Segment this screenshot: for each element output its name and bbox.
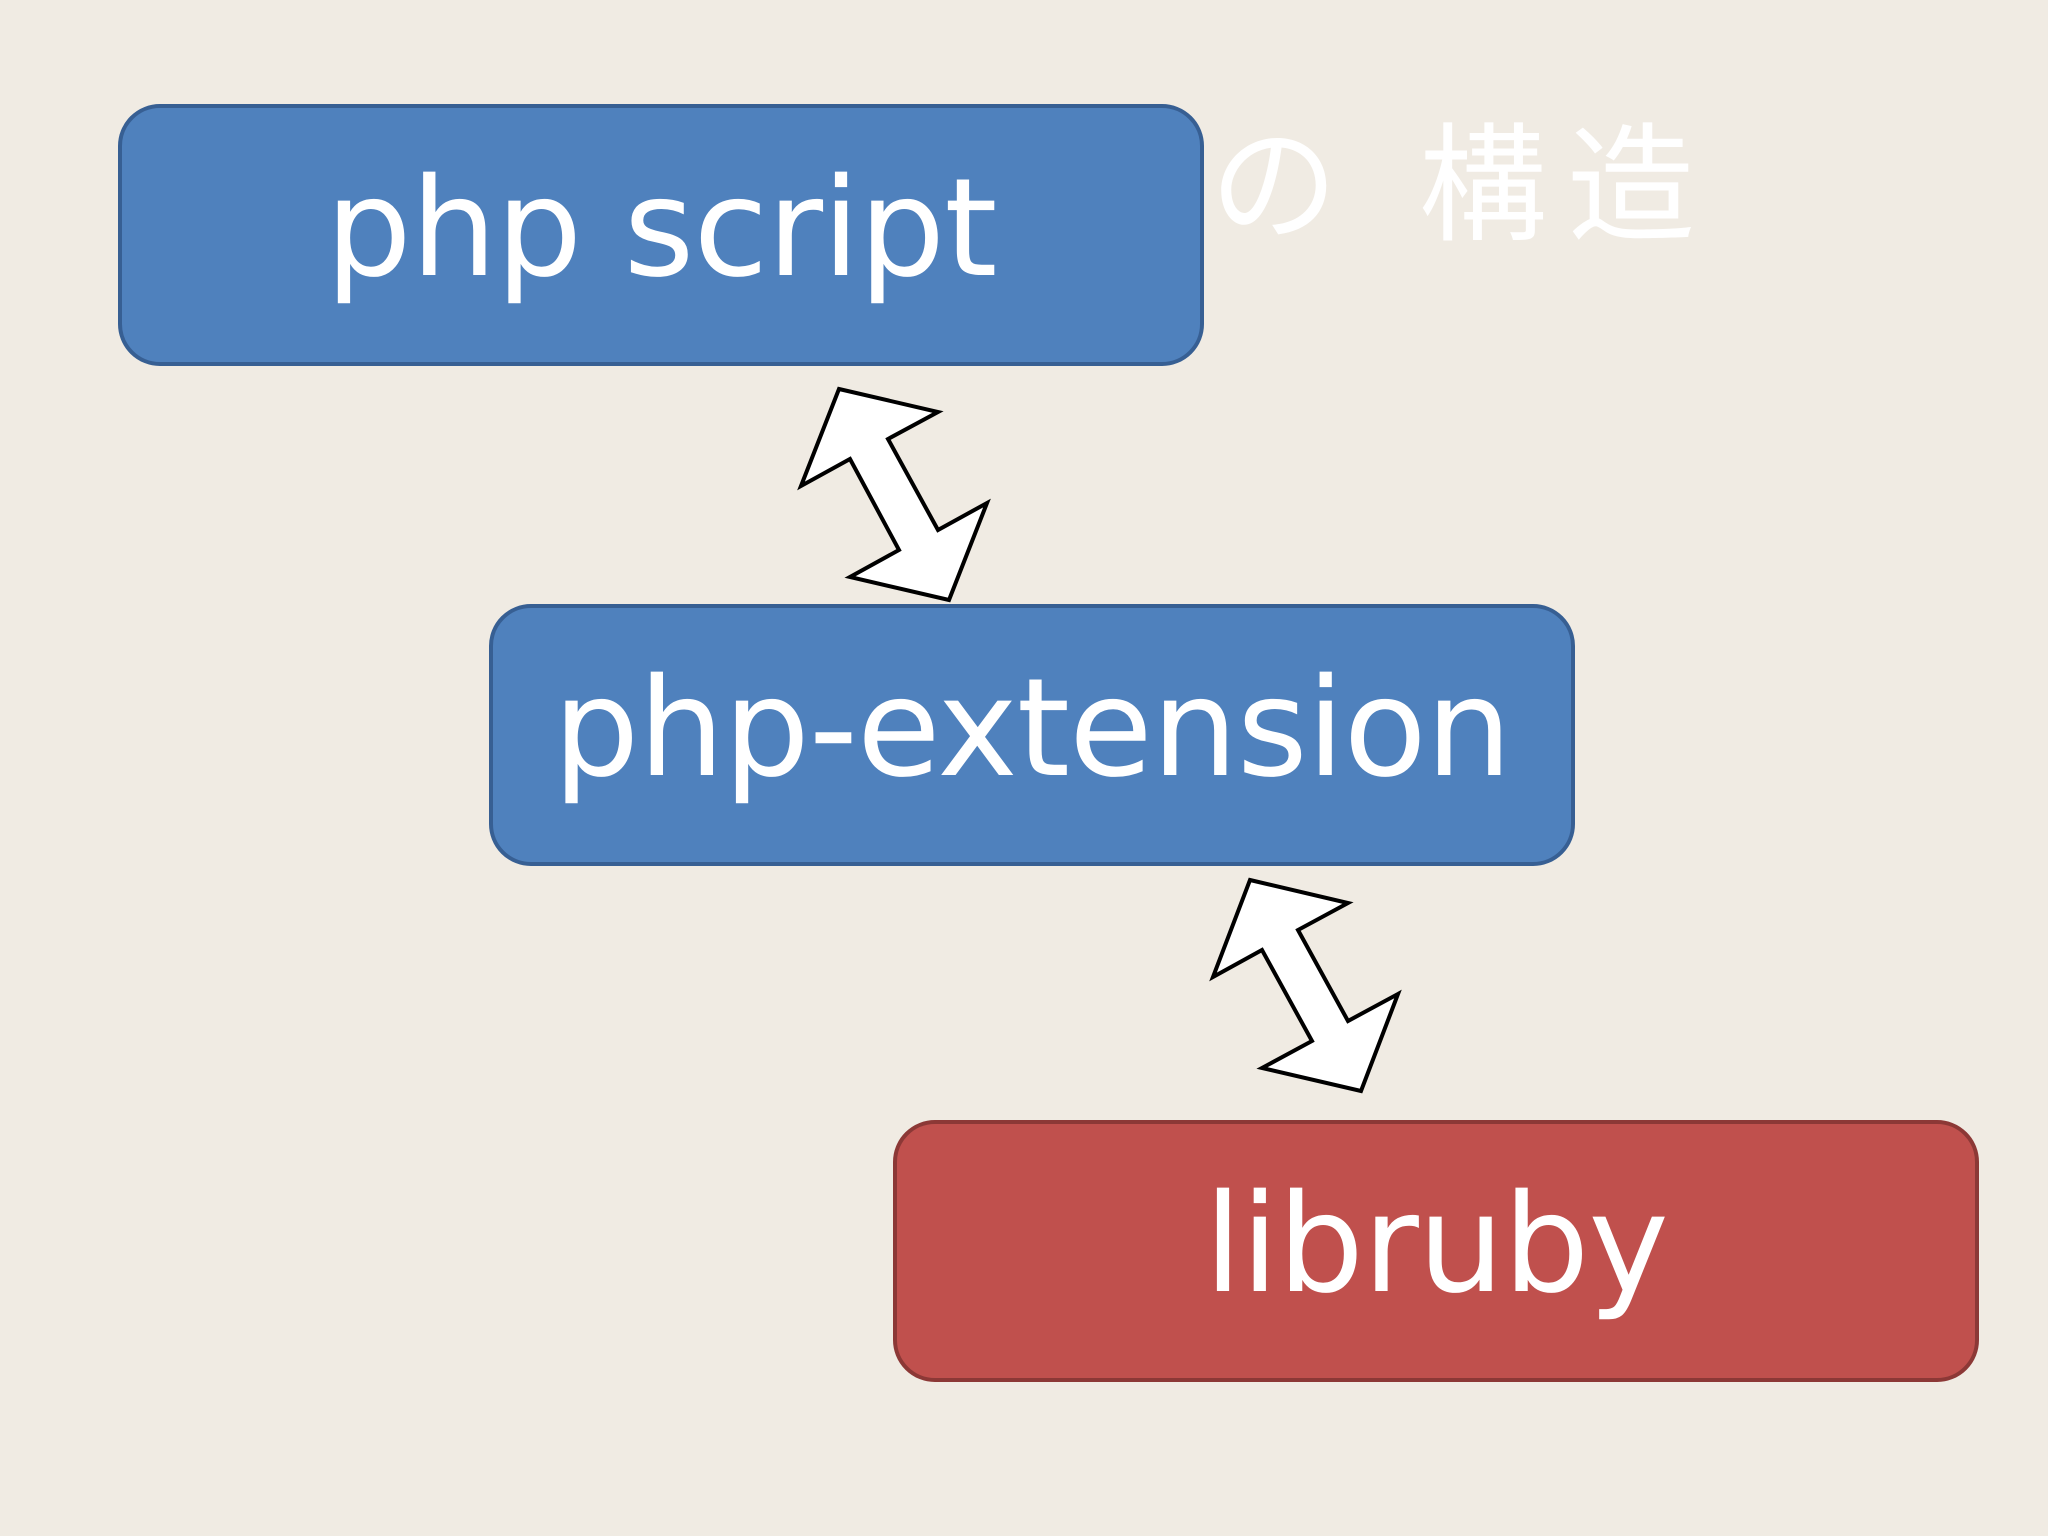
slide-title: の 構造 — [1210, 112, 1715, 261]
php-extension-box: php-extension — [489, 604, 1575, 866]
libruby-label: libruby — [1204, 1166, 1669, 1324]
php-script-box: php script — [118, 104, 1204, 366]
php-script-label: php script — [325, 150, 997, 308]
php-extension-label: php-extension — [553, 650, 1512, 808]
libruby-box: libruby — [893, 1120, 1979, 1382]
